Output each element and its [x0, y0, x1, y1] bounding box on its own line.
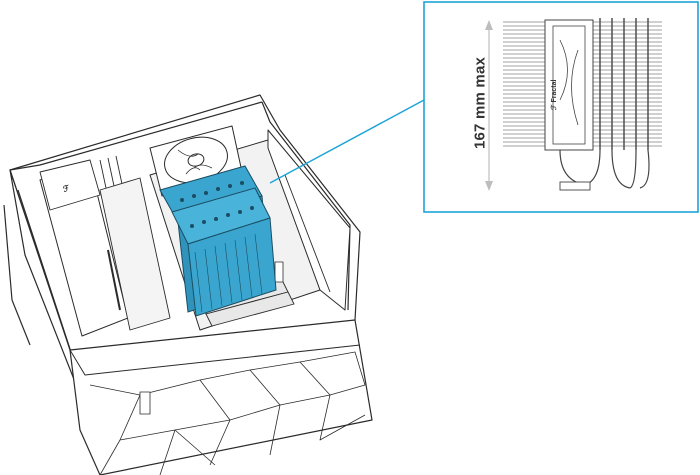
clearance-label-text: 167 mm max	[471, 56, 489, 150]
cooler-side-view	[503, 18, 662, 191]
detail-callout: ℱ Fractal	[269, 1, 699, 213]
fractal-logo-icon: ℱ Fractal	[550, 80, 558, 110]
front-panel	[69, 319, 373, 475]
fractal-logo-icon: ℱ	[62, 183, 71, 194]
cpu-cooler	[159, 165, 277, 317]
callout-leader-line	[269, 99, 425, 184]
dimension-arrow	[485, 20, 493, 191]
